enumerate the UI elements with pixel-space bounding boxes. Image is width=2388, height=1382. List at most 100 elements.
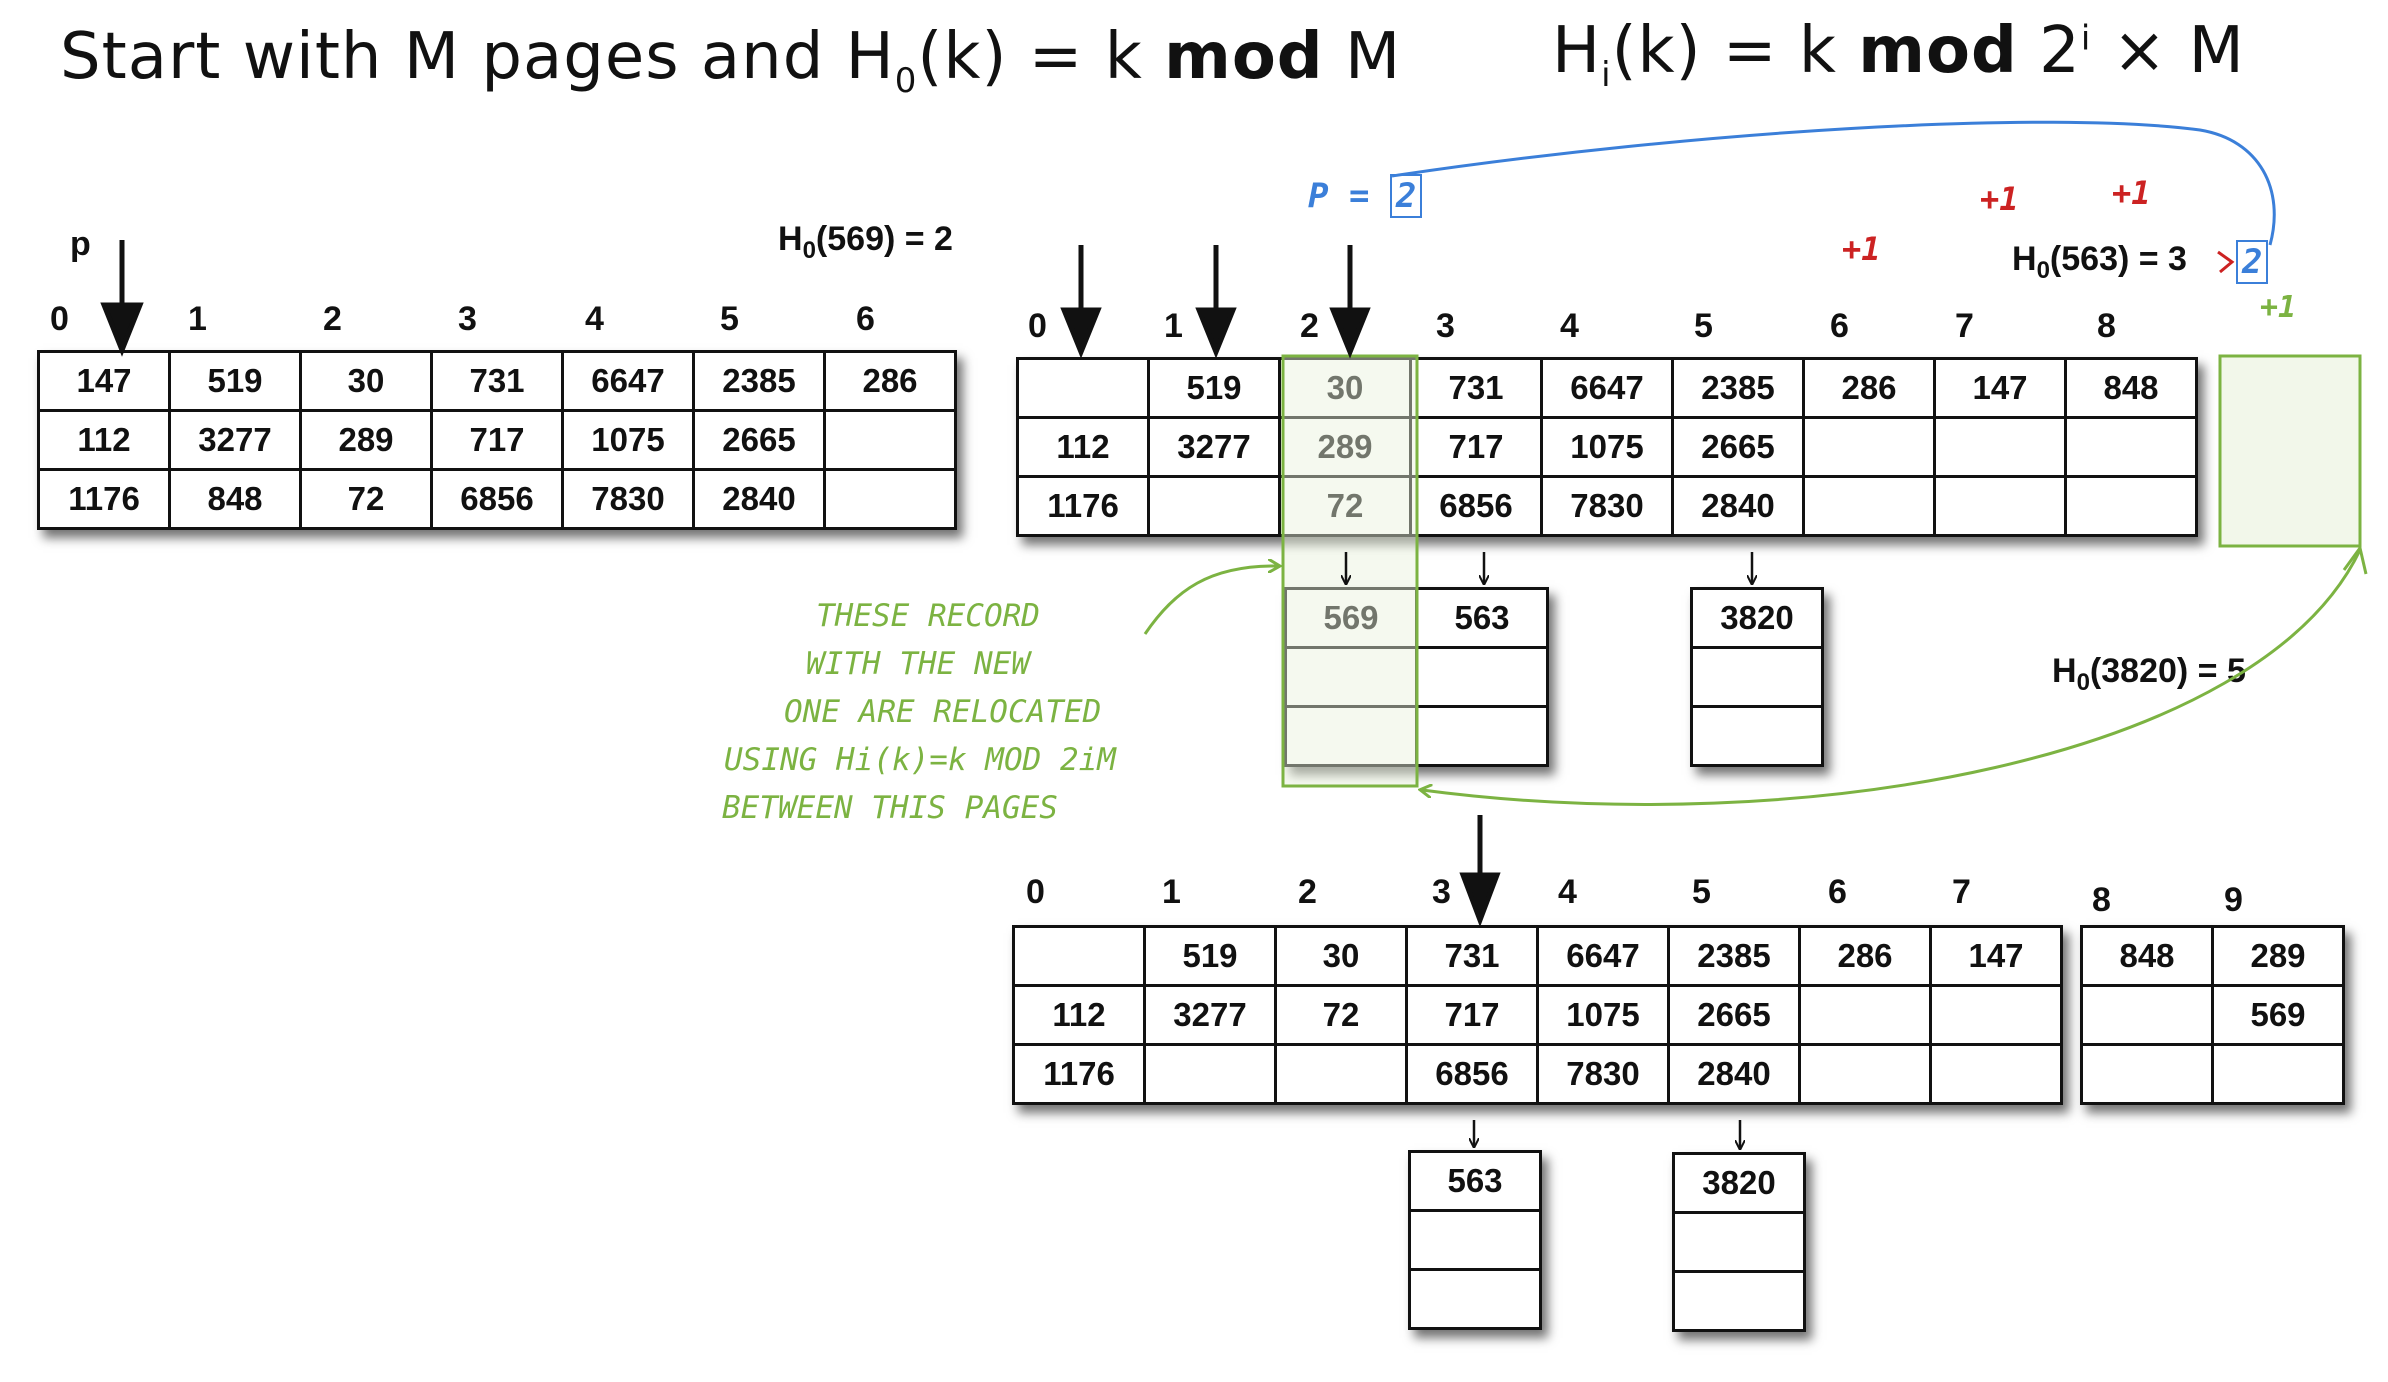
record-cell xyxy=(1798,984,1932,1046)
record-cell xyxy=(1690,705,1824,767)
record-cell xyxy=(1672,1270,1806,1332)
page-index-label: 4 xyxy=(1560,307,1579,345)
record-cell xyxy=(1929,984,2063,1046)
record-cell xyxy=(1798,1043,1932,1105)
record-cell: 3277 xyxy=(168,409,302,471)
new-bucket-to-bucket-arrow xyxy=(1422,549,2362,806)
overflow-row xyxy=(1284,646,1549,708)
plus-mark-3: +1 xyxy=(2112,174,2151,212)
record-cell: 1075 xyxy=(1536,984,1670,1046)
table3-overflow-b: 3820 xyxy=(1672,1152,1806,1332)
pointer-to-hash-curve xyxy=(1391,120,2276,246)
record-cell xyxy=(1274,1043,1408,1105)
record-cell: 286 xyxy=(1798,925,1932,987)
page-index-label: 6 xyxy=(1828,873,1847,911)
left-title: Start with M pages and H0(k) = k mod M xyxy=(60,20,1402,101)
record-cell: 3820 xyxy=(1672,1152,1806,1214)
record-cell: 3277 xyxy=(1143,984,1277,1046)
record-cell: 717 xyxy=(1405,984,1539,1046)
record-cell xyxy=(1408,1209,1542,1271)
record-cell: 1075 xyxy=(561,409,695,471)
page-index-label: 1 xyxy=(1164,307,1183,345)
record-cell xyxy=(2064,475,2198,537)
record-cell: 147 xyxy=(1929,925,2063,987)
record-cell: 2665 xyxy=(1671,416,1805,478)
record-cell: 848 xyxy=(168,468,302,530)
bucket2-highlight xyxy=(1281,354,1419,788)
record-cell: 519 xyxy=(1147,357,1281,419)
table1-hash-label: H0(569) = 2 xyxy=(778,220,953,264)
record-cell: 286 xyxy=(1802,357,1936,419)
record-cell xyxy=(823,409,957,471)
new-bucket-highlight xyxy=(2218,354,2362,548)
record-cell xyxy=(1012,925,1146,987)
record-cell: 6856 xyxy=(1405,1043,1539,1105)
record-cell: 72 xyxy=(299,468,433,530)
record-cell: 112 xyxy=(1016,416,1150,478)
overflow-row xyxy=(1672,1270,1806,1332)
overflow-row: 3820 xyxy=(1690,587,1824,649)
page-index-label: 8 xyxy=(2092,881,2111,919)
record-cell xyxy=(1408,1268,1542,1330)
record-cell: 1075 xyxy=(1540,416,1674,478)
record-cell: 1176 xyxy=(37,468,171,530)
note-line-1: THESE RECORD xyxy=(816,598,1040,634)
page-index-label: 3 xyxy=(458,300,477,338)
record-cell xyxy=(823,468,957,530)
plus-mark-1: +1 xyxy=(1842,230,1881,268)
record-cell: 731 xyxy=(1405,925,1539,987)
record-cell: 563 xyxy=(1408,1150,1542,1212)
page-index-label: 4 xyxy=(585,300,604,338)
record-cell: 112 xyxy=(1012,984,1146,1046)
page-index-label: 6 xyxy=(856,300,875,338)
note-line-5: BETWEEN THIS PAGES xyxy=(722,790,1058,826)
page-index-label: 3 xyxy=(1436,307,1455,345)
record-cell xyxy=(1284,646,1418,708)
record-cell: 72 xyxy=(1278,475,1412,537)
record-cell: 2840 xyxy=(1671,475,1805,537)
page-index-label: 5 xyxy=(1692,873,1711,911)
record-cell xyxy=(1415,646,1549,708)
record-cell: 30 xyxy=(1274,925,1408,987)
record-cell: 2840 xyxy=(1667,1043,1801,1105)
record-cell: 1176 xyxy=(1012,1043,1146,1105)
note-line-4: USING Hi(k)=k MOD 2iM xyxy=(724,742,1116,778)
page-index-label: 3 xyxy=(1432,873,1451,911)
overflow-row xyxy=(1408,1209,1542,1271)
overflow-row xyxy=(1690,705,1824,767)
record-cell: 6647 xyxy=(1536,925,1670,987)
record-cell: 2840 xyxy=(692,468,826,530)
note-line-2: WITH THE NEW xyxy=(806,646,1030,682)
page-index-label: 7 xyxy=(1955,307,1974,345)
record-cell: 72 xyxy=(1274,984,1408,1046)
record-cell: 6856 xyxy=(430,468,564,530)
record-cell: 289 xyxy=(2211,925,2345,987)
page-index-label: 0 xyxy=(50,300,69,338)
record-cell: 7830 xyxy=(1536,1043,1670,1105)
table2-overflow-b: 3820 xyxy=(1690,587,1824,767)
record-cell xyxy=(2211,1043,2345,1105)
page-index-label: 5 xyxy=(720,300,739,338)
page-index-label: 5 xyxy=(1694,307,1713,345)
table1-pointer-label: p xyxy=(70,225,91,263)
record-cell: 717 xyxy=(430,409,564,471)
overflow-row xyxy=(1672,1211,1806,1273)
record-cell: 289 xyxy=(299,409,433,471)
page-index-label: 0 xyxy=(1028,307,1047,345)
page-index-label: 8 xyxy=(2097,307,2116,345)
page-index-label: 1 xyxy=(1162,873,1181,911)
record-cell: 6647 xyxy=(561,350,695,412)
split-pointer-label: P = 2 xyxy=(1308,174,1423,218)
record-cell xyxy=(2080,984,2214,1046)
record-cell xyxy=(1147,475,1281,537)
relocation-note: THESE RECORD WITH THE NEW ONE ARE RELOCA… xyxy=(722,592,1202,832)
record-cell: 6856 xyxy=(1409,475,1543,537)
overflow-row: 3820 xyxy=(1672,1152,1806,1214)
record-cell xyxy=(1672,1211,1806,1273)
